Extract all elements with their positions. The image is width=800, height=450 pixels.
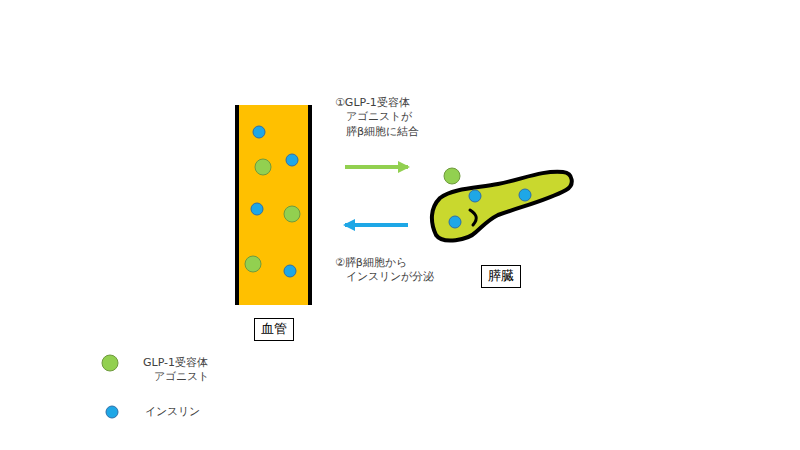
legend-text: GLP-1受容体 アゴニスト — [143, 354, 264, 385]
node-label: 血管 — [254, 318, 294, 341]
molecule-dot — [284, 206, 300, 222]
legend-swatch — [102, 355, 118, 371]
legend-swatch-frame — [103, 403, 121, 421]
vessel-lumen — [237, 105, 310, 305]
vessel-wall — [235, 105, 239, 305]
molecule-dot — [255, 159, 271, 175]
molecule-dot — [251, 203, 263, 215]
molecule-dot — [284, 265, 296, 277]
molecule-dot — [469, 190, 481, 202]
legend-entry: GLP-1受容体 アゴニスト — [101, 354, 264, 385]
edge-label: ②膵β細胞から インスリンが分泌 — [335, 256, 446, 285]
molecule-dot — [253, 126, 265, 138]
molecule-dot — [286, 154, 298, 166]
pancreas-drawing — [428, 160, 574, 245]
flow-arrow — [345, 223, 408, 227]
legend-text: インスリン — [145, 403, 266, 419]
flow-arrow — [345, 165, 408, 169]
edge-label: ①GLP-1受容体 アゴニストが 膵β細胞に結合 — [335, 96, 438, 139]
molecule-dot — [519, 189, 531, 201]
node-label: 膵臓 — [481, 265, 521, 288]
legend-swatch — [106, 406, 118, 418]
molecule-dot — [449, 216, 461, 228]
legend-entry: インスリン — [103, 403, 266, 419]
vessel-wall — [308, 105, 312, 305]
molecule-dot — [444, 168, 460, 184]
blood-vessel: 血管 — [235, 105, 312, 305]
pancreas-fold — [470, 210, 476, 225]
molecule-dot — [245, 256, 261, 272]
blood-vessel-drawing — [235, 105, 312, 305]
legend-swatch-frame — [101, 354, 119, 372]
pancreas: 膵臓 — [428, 160, 574, 245]
